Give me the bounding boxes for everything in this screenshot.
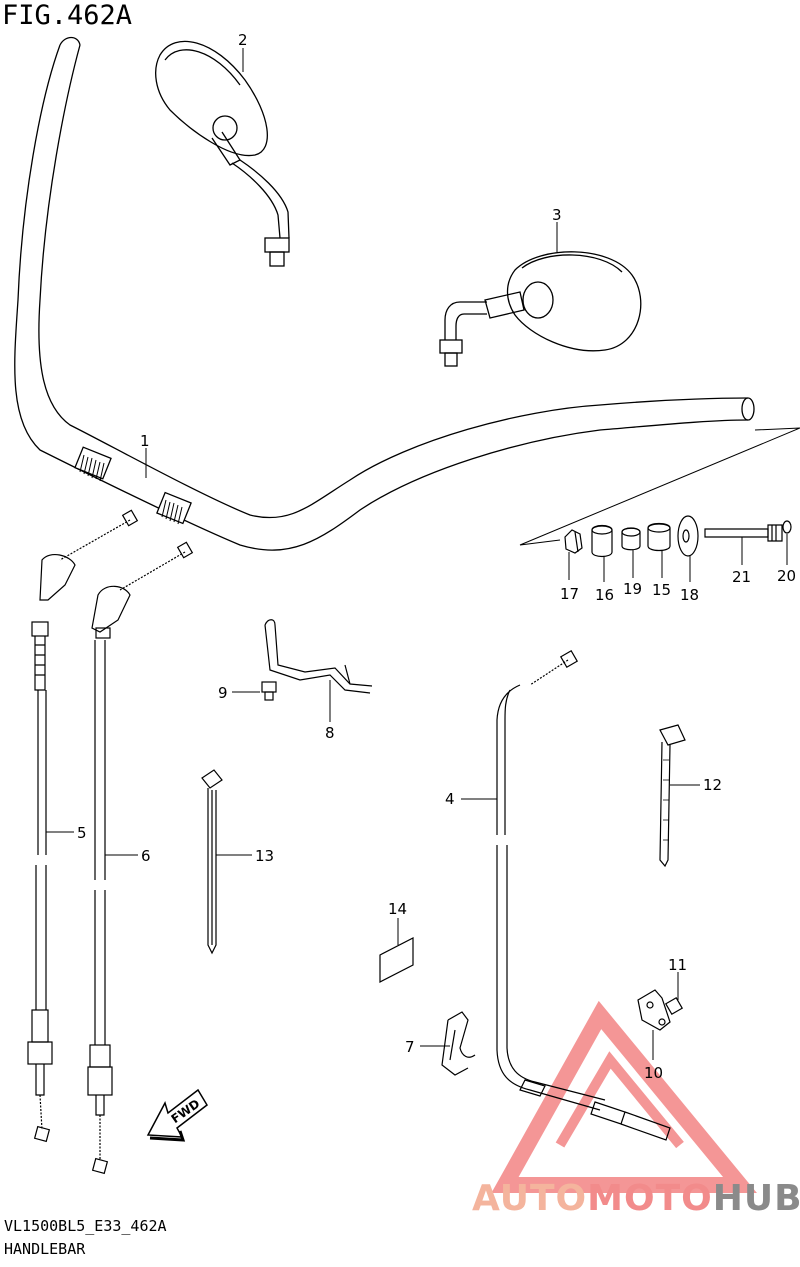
callout-17: 17 bbox=[560, 585, 579, 603]
callout-19: 19 bbox=[623, 580, 642, 598]
callout-20: 20 bbox=[777, 567, 796, 585]
screw-11-part bbox=[664, 996, 684, 1016]
callout-18: 18 bbox=[680, 586, 699, 604]
callout-6: 6 bbox=[141, 847, 151, 865]
bolt-9-part bbox=[261, 681, 277, 701]
callout-9: 9 bbox=[218, 684, 228, 702]
watermark-triangle-icon bbox=[491, 1000, 757, 1193]
cushion-part bbox=[591, 524, 613, 558]
callout-2: 2 bbox=[238, 31, 248, 49]
section-name: HANDLEBAR bbox=[4, 1240, 86, 1258]
mirror-right-part bbox=[439, 251, 642, 367]
watermark-part-moto: MOTO bbox=[587, 1178, 713, 1219]
collar-part bbox=[621, 527, 641, 551]
cable-tie-13-part bbox=[201, 769, 223, 955]
callout-3: 3 bbox=[552, 206, 562, 224]
washer-part bbox=[677, 515, 699, 557]
bushing-part bbox=[647, 522, 671, 552]
callout-14: 14 bbox=[388, 900, 407, 918]
callout-4: 4 bbox=[445, 790, 455, 808]
callout-5: 5 bbox=[77, 824, 87, 842]
throttle-cable-return-part bbox=[87, 541, 194, 1175]
cable-holder-part bbox=[264, 619, 373, 694]
handlebar-part bbox=[14, 36, 755, 551]
handlebar-grip-knurl bbox=[79, 454, 183, 525]
small-washer-part bbox=[782, 520, 792, 534]
clutch-cable-part bbox=[496, 649, 671, 1141]
leader-lines bbox=[46, 48, 788, 1060]
figure-title: FIG.462A bbox=[2, 0, 133, 31]
callout-15: 15 bbox=[652, 581, 671, 599]
cable-clamp-part bbox=[441, 1011, 476, 1076]
clamp-10-part bbox=[637, 989, 671, 1031]
callout-1: 1 bbox=[140, 432, 150, 450]
cap-nut-part bbox=[564, 529, 583, 554]
callout-13: 13 bbox=[255, 847, 274, 865]
cable-tie-12-part bbox=[659, 724, 686, 868]
watermark-logo: AUTOMOTOHUB bbox=[472, 1178, 800, 1219]
bolt-part bbox=[704, 524, 783, 542]
callout-12: 12 bbox=[703, 776, 722, 794]
callout-8: 8 bbox=[325, 724, 335, 742]
fwd-arrow-icon bbox=[146, 1088, 208, 1142]
label-14-part bbox=[379, 937, 414, 983]
explosion-guide-lines bbox=[519, 427, 800, 546]
model-code: VL1500BL5_E33_462A bbox=[4, 1217, 167, 1235]
callout-16: 16 bbox=[595, 586, 614, 604]
callout-10: 10 bbox=[644, 1064, 663, 1082]
callout-7: 7 bbox=[405, 1038, 415, 1056]
callout-11: 11 bbox=[668, 956, 687, 974]
watermark-part-hub: HUB bbox=[712, 1178, 800, 1219]
callout-labels: 1 2 3 4 5 6 7 8 9 10 11 12 13 14 15 16 1… bbox=[77, 31, 796, 1082]
watermark-part-auto: AUTO bbox=[472, 1178, 588, 1219]
callout-21: 21 bbox=[732, 568, 751, 586]
mirror-left-part bbox=[155, 40, 290, 267]
throttle-cable-pull-part bbox=[27, 509, 139, 1143]
